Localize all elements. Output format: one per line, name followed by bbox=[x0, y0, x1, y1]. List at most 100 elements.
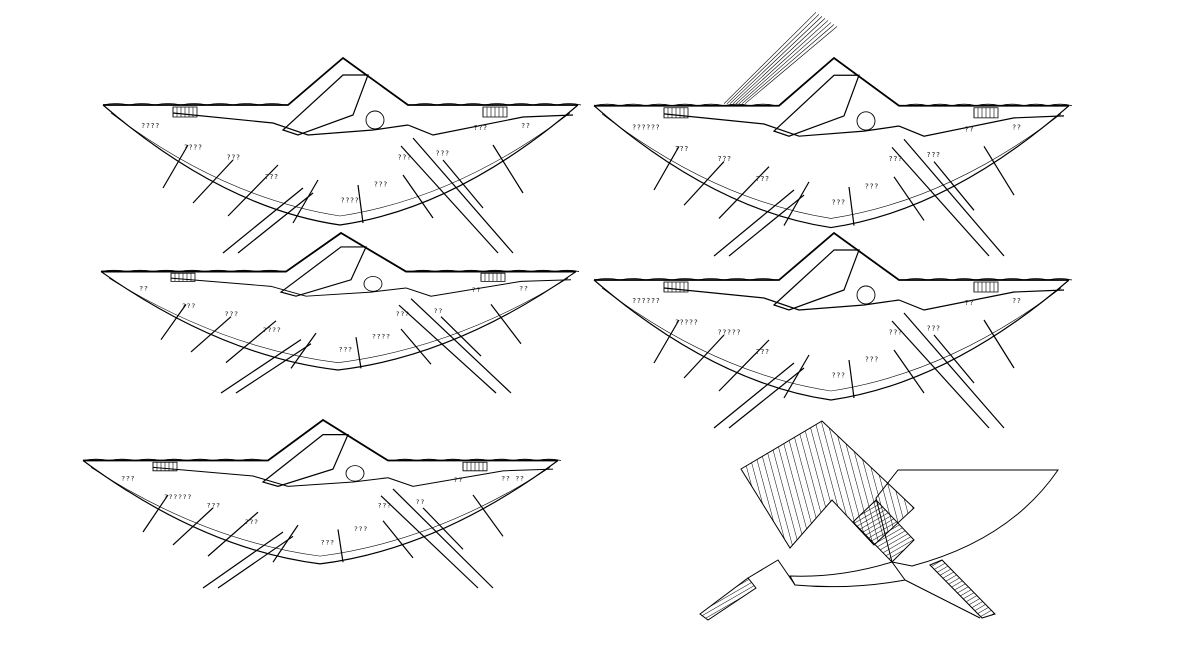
parapet-wave bbox=[533, 104, 557, 106]
parapet-wave bbox=[233, 104, 259, 106]
parapet-wave bbox=[1048, 104, 1072, 106]
core-lift bbox=[363, 276, 383, 292]
top-edge bbox=[101, 233, 576, 272]
site-notch bbox=[747, 559, 796, 586]
inner-arc bbox=[91, 467, 550, 556]
room-tag: ?? bbox=[454, 477, 463, 484]
lobby bbox=[263, 435, 348, 487]
parapet-wave bbox=[698, 279, 724, 281]
room-tag: ??? bbox=[927, 325, 941, 333]
parapet-wave bbox=[750, 279, 776, 281]
partition-wall bbox=[784, 355, 809, 398]
room-tag: ?? bbox=[434, 308, 443, 315]
corridor-left bbox=[170, 277, 407, 297]
parapet-wave bbox=[437, 104, 461, 106]
partition-wall bbox=[934, 335, 974, 383]
parapet-wave bbox=[976, 279, 1000, 281]
room-tag: ?? bbox=[965, 299, 974, 307]
roof-stripe bbox=[730, 16, 822, 103]
room-tag: ?? bbox=[472, 287, 481, 294]
partition-wall bbox=[273, 525, 298, 562]
ramp-line bbox=[238, 193, 313, 253]
partition-wall bbox=[338, 529, 343, 562]
parapet-wave bbox=[393, 459, 417, 460]
parapet-wave bbox=[531, 270, 555, 271]
room-tag: ??? bbox=[245, 519, 259, 526]
parapet-wave bbox=[620, 279, 646, 281]
partition-wall bbox=[784, 182, 809, 226]
outer-arc bbox=[83, 460, 558, 563]
parapet-wave bbox=[83, 459, 109, 460]
partition-wall bbox=[849, 187, 854, 226]
corridor-left bbox=[172, 112, 409, 136]
partition-wall bbox=[654, 320, 679, 363]
parapet-wave bbox=[127, 270, 153, 271]
parapet-wave bbox=[672, 279, 698, 281]
floor-plan-4: ??????????????????????????????????? bbox=[594, 233, 1072, 428]
lobby bbox=[281, 247, 366, 296]
core-lift bbox=[856, 285, 876, 305]
partition-wall bbox=[208, 512, 258, 556]
room-tag: ??? bbox=[121, 475, 135, 482]
corridor-right bbox=[898, 115, 1065, 137]
parapet-wave bbox=[239, 459, 265, 460]
room-tag: ??? bbox=[832, 197, 846, 206]
parapet-wave bbox=[1024, 104, 1048, 106]
parapet-wave bbox=[103, 104, 129, 106]
partition-wall bbox=[473, 495, 503, 536]
parapet-wave bbox=[724, 279, 750, 281]
room-tag: ??? bbox=[321, 539, 335, 546]
partition-wall bbox=[161, 304, 186, 339]
room-tag: ??? bbox=[398, 153, 412, 161]
room-tag: ??? bbox=[339, 346, 353, 353]
parapet-wave bbox=[485, 104, 509, 106]
ramp-line bbox=[904, 313, 1004, 428]
partition-wall bbox=[291, 333, 316, 368]
room-tag: ?? bbox=[519, 285, 528, 292]
roof-stripe bbox=[727, 14, 819, 103]
floor-plans-layer: ????????????????????????????????????????… bbox=[83, 12, 1072, 588]
parapet-wave bbox=[555, 270, 579, 271]
room-tag: ??? bbox=[889, 328, 903, 336]
parapet-wave bbox=[101, 270, 127, 271]
floor-plan-3: ???????????????????????????? bbox=[101, 233, 579, 393]
parapet-wave bbox=[413, 104, 437, 106]
ramp-line bbox=[236, 344, 311, 393]
ramp-line bbox=[411, 299, 511, 393]
parapet-wave bbox=[928, 104, 952, 106]
partition-wall bbox=[383, 521, 413, 558]
parapet-wave bbox=[507, 270, 531, 271]
roof-stripe bbox=[742, 24, 834, 103]
room-tag: ??? bbox=[227, 153, 241, 161]
parapet-wave bbox=[1000, 279, 1024, 281]
partition-wall bbox=[358, 185, 363, 223]
floor-plan-1: ???????????????????????????????? bbox=[103, 58, 581, 253]
room-tag: ??? bbox=[889, 154, 903, 163]
parapet-wave bbox=[135, 459, 161, 460]
partition-wall bbox=[173, 508, 213, 545]
ramp-line bbox=[381, 496, 478, 588]
parapet-wave bbox=[976, 104, 1000, 106]
parapet-wave bbox=[155, 104, 181, 106]
room-tag: ??? bbox=[675, 144, 689, 153]
partition-wall bbox=[441, 317, 481, 356]
parapet-wave bbox=[257, 270, 283, 271]
parapet-wave bbox=[207, 104, 233, 106]
parapet-wave bbox=[231, 270, 257, 271]
outer-arc bbox=[101, 272, 576, 370]
site-ramp-right bbox=[929, 559, 996, 619]
ramp-line bbox=[223, 188, 303, 253]
partition-wall bbox=[719, 340, 769, 391]
top-edge bbox=[83, 420, 558, 460]
inner-arc bbox=[109, 278, 568, 363]
floor-plan-5: ??????????????????????????? ????? bbox=[83, 420, 561, 588]
inner-arc bbox=[111, 113, 570, 216]
room-tag: ???? bbox=[263, 327, 282, 334]
parapet-wave bbox=[646, 279, 672, 281]
parapet-wave bbox=[435, 270, 459, 271]
outer-arc bbox=[594, 106, 1069, 228]
room-tag: ????? bbox=[718, 328, 742, 336]
partition-wall bbox=[403, 175, 433, 218]
corridor-right bbox=[898, 289, 1065, 311]
